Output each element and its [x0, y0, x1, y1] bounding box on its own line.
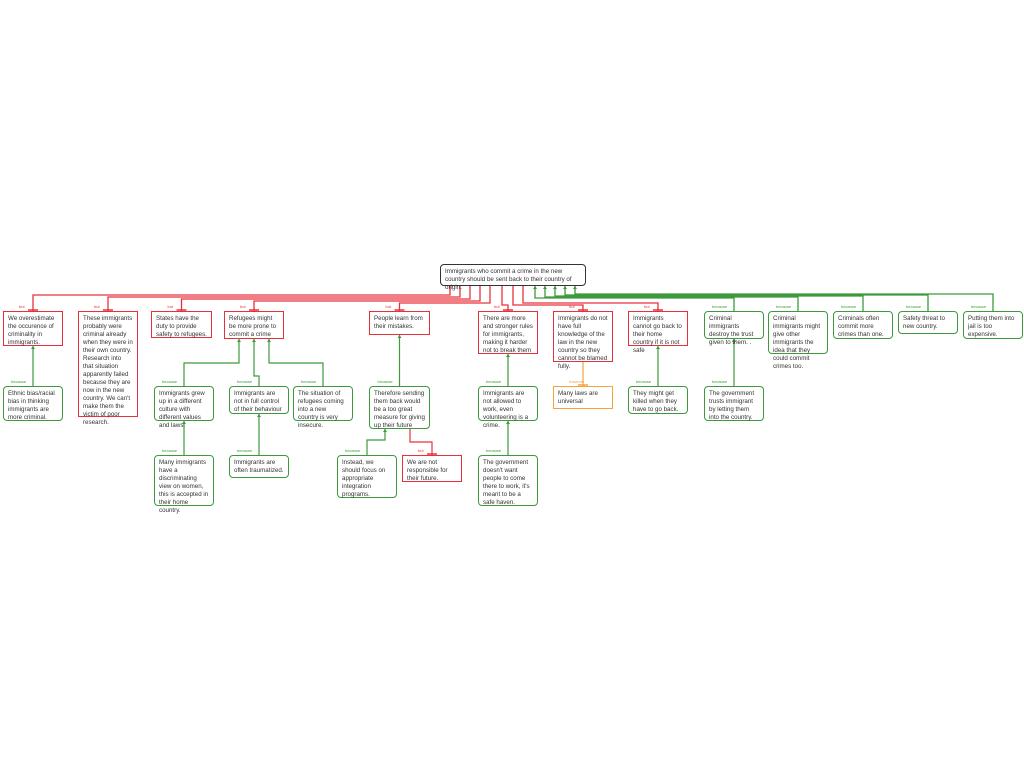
objection-node[interactable]: Refugees might be more prone to commit a…: [224, 311, 284, 339]
support-arrow-icon: [573, 286, 577, 289]
connector-line: [534, 286, 735, 311]
reason-node[interactable]: Immigrants are not in full control of th…: [229, 386, 289, 414]
support-arrow-icon: [252, 339, 256, 342]
relation-label: because: [712, 379, 728, 384]
relation-label: because: [486, 448, 502, 453]
relation-label: because: [237, 448, 253, 453]
reason-node[interactable]: Criminals often commit more crimes than …: [833, 311, 893, 339]
objection-node[interactable]: These immigrants probably were criminal …: [78, 311, 138, 426]
objection-node[interactable]: People learn from their mistakes.: [369, 311, 430, 335]
connector-line: [564, 286, 929, 311]
connector-line: [554, 286, 864, 311]
connector-line: [253, 286, 481, 311]
reason-node[interactable]: The government trusts immigrant by letti…: [704, 386, 764, 421]
reason-node[interactable]: They might get killed when they have to …: [628, 386, 688, 414]
connector-line: [522, 286, 659, 311]
connector-line: [544, 286, 799, 311]
reason-node[interactable]: Immigrants are not allowed to work, even…: [478, 386, 538, 429]
relation-label: because: [906, 304, 922, 309]
connector-line: [180, 286, 471, 311]
relation-label: but: [94, 304, 100, 309]
reason-node[interactable]: Criminal immigrants destroy the trust gi…: [704, 311, 764, 346]
connector-line: [398, 286, 491, 311]
relation-label: but: [569, 304, 575, 309]
relation-label: because: [971, 304, 987, 309]
relation-label: because: [636, 379, 652, 384]
relation-label: because: [776, 304, 792, 309]
relation-label: but: [644, 304, 650, 309]
relation-label: but: [240, 304, 246, 309]
relation-label: but: [494, 304, 500, 309]
relation-label: because: [712, 304, 728, 309]
support-arrow-icon: [553, 286, 557, 289]
support-arrow-icon: [397, 335, 402, 338]
relation-label: but: [418, 448, 424, 453]
support-arrow-icon: [656, 346, 660, 349]
support-arrow-icon: [563, 286, 567, 289]
reason-node[interactable]: Putting them into jail is too expensive.: [963, 311, 1023, 339]
support-arrow-icon: [732, 339, 736, 342]
relation-label: because: [377, 379, 393, 384]
support-arrow-icon: [267, 339, 271, 342]
reason-node[interactable]: The situation of refugees coming into a …: [293, 386, 353, 429]
reason-node[interactable]: Criminal immigrants might give other imm…: [768, 311, 828, 370]
support-arrow-icon: [182, 421, 186, 424]
connector-line: [512, 286, 584, 311]
support-arrow-icon: [506, 354, 510, 357]
relation-label: because: [162, 448, 178, 453]
objection-node[interactable]: There are more and stronger rules for im…: [478, 311, 538, 354]
relation-label: because: [486, 379, 502, 384]
objection-node[interactable]: Immigrants do not have full knowledge of…: [553, 311, 613, 370]
relation-label: because: [237, 379, 253, 384]
reason-node[interactable]: Safety threat to new country.: [898, 311, 958, 334]
objection-node[interactable]: States have the duty to provide safety t…: [151, 311, 212, 338]
reason-node[interactable]: Therefore sending them back would be a t…: [369, 386, 430, 429]
objection-node[interactable]: We are not responsible for their future.: [402, 455, 462, 482]
relation-label: because: [11, 379, 27, 384]
support-arrow-icon: [31, 346, 35, 349]
connector-line: [409, 429, 433, 455]
reason-node[interactable]: Immigrants are often traumatized.: [229, 455, 289, 478]
relation-label: because: [841, 304, 857, 309]
connector-line: [32, 286, 451, 311]
support-arrow-icon: [533, 286, 537, 289]
connector-line: [253, 339, 260, 386]
support-arrow-icon: [383, 429, 387, 432]
support-arrow-icon: [543, 286, 547, 289]
support-arrow-icon: [237, 339, 241, 342]
reason-node[interactable]: Immigrants grew up in a different cultur…: [154, 386, 214, 429]
relation-label: because: [301, 379, 317, 384]
objection-node[interactable]: Immigrants cannot go back to their home …: [628, 311, 688, 354]
main-claim[interactable]: Immigrants who commit a crime in the new…: [440, 264, 586, 291]
reason-node[interactable]: Ethnic bias/racial bias in thinking immi…: [3, 386, 63, 421]
connector-line: [183, 339, 240, 386]
support-arrow-icon: [506, 421, 510, 424]
relation-label: but: [167, 304, 174, 309]
support-arrow-icon: [257, 414, 261, 417]
reason-node[interactable]: Instead, we should focus on appropriate …: [337, 455, 397, 498]
objection-node[interactable]: We overestimate the occurence of crimina…: [3, 311, 63, 346]
connector-line: [366, 429, 386, 455]
relation-label: because: [162, 379, 178, 384]
connector-line: [574, 286, 994, 311]
rebuttal-node[interactable]: Many laws are universal: [553, 386, 613, 409]
reason-node[interactable]: The government doesn't want people to co…: [478, 455, 538, 506]
relation-label: however: [569, 379, 585, 384]
connector-line: [107, 286, 461, 311]
reason-node[interactable]: Many immigrants have a discriminating vi…: [154, 455, 214, 514]
relation-label: because: [345, 448, 361, 453]
relation-label: but: [19, 304, 25, 309]
relation-label: but: [385, 304, 392, 309]
connector-line: [268, 339, 324, 386]
connector-line: [501, 286, 509, 311]
